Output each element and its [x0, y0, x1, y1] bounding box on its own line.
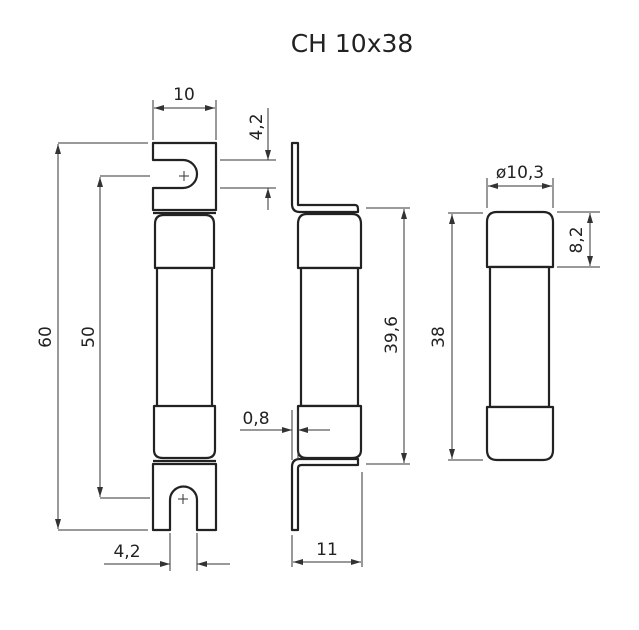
- dim-tag-thickness: 0,8: [242, 409, 269, 429]
- side-view: [290, 141, 363, 532]
- dim-cap-length: 8,2: [567, 226, 587, 253]
- bottom-cap: [152, 404, 217, 460]
- dim-fuse-length: 38: [429, 326, 449, 348]
- dim-overall-length: 60: [36, 326, 56, 348]
- side-tube: [299, 266, 360, 408]
- dim-diameter: ø10,3: [496, 163, 544, 183]
- top-tag: [151, 141, 218, 212]
- top-bent-tag: [290, 141, 360, 214]
- side-bottom-cap: [296, 404, 363, 460]
- side-top-cap: [296, 212, 363, 270]
- dim-body-length: 39,6: [382, 316, 402, 354]
- hole-center-marks: [178, 171, 189, 504]
- link-dimensions: ø10,3 8,2 38: [429, 163, 600, 461]
- front-view: [151, 141, 218, 532]
- dim-hole-spacing: 50: [79, 326, 99, 348]
- link-top-cap: [485, 210, 555, 269]
- tube: [155, 266, 214, 409]
- bottom-bent-tag: [290, 457, 360, 532]
- top-cap: [153, 213, 216, 270]
- front-dimensions: 10 4,2 60 50 4,2: [36, 85, 276, 571]
- dim-side-depth: 11: [316, 540, 338, 560]
- side-dimensions: 0,8 39,6 11: [240, 207, 410, 567]
- fuse-link-view: [485, 210, 555, 462]
- bottom-tag: [151, 462, 218, 532]
- link-tube: [488, 265, 551, 409]
- link-bottom-cap: [485, 405, 555, 462]
- drawing-title: CH 10x38: [291, 29, 414, 58]
- dim-slot-top: 4,2: [247, 113, 267, 140]
- dim-slot-bottom: 4,2: [113, 542, 140, 562]
- dim-front-width: 10: [173, 85, 195, 105]
